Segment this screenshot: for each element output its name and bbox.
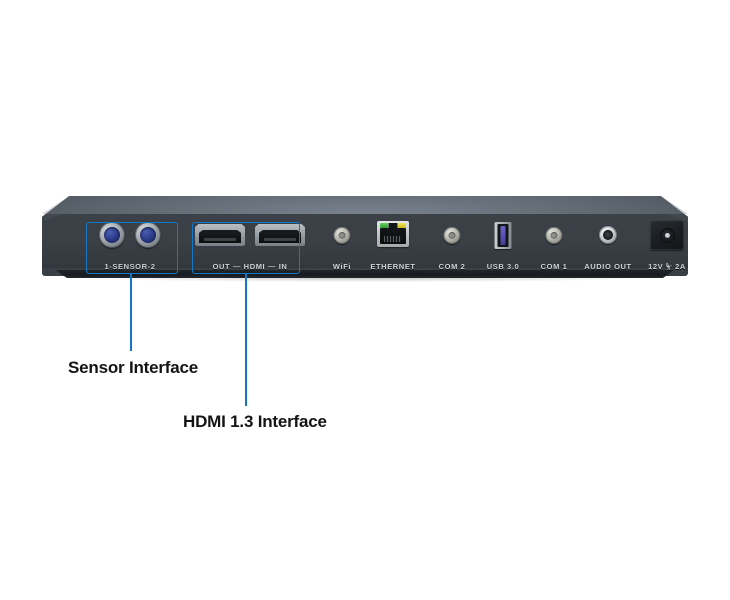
rj45-contacts: [380, 228, 406, 244]
port-label-sensor: 1-SENSOR-2: [104, 262, 156, 271]
port-group-sensor: 1-SENSOR-2: [86, 220, 174, 272]
port-label-audio-out: AUDIO OUT: [584, 262, 632, 271]
port-label-hdmi: OUT — HDMI — IN: [212, 262, 288, 271]
audio-jack-icon[interactable]: [599, 226, 617, 244]
annotation-box-sensor: [86, 222, 178, 274]
power-jack-icon[interactable]: [650, 220, 684, 250]
port-group-audio-out: AUDIO OUT: [578, 220, 638, 272]
sensor-jack-icon[interactable]: [99, 222, 125, 248]
port-label-ethernet: ETHERNET: [370, 262, 416, 271]
port-group-wifi: WiFi: [320, 220, 364, 272]
hdmi-port-icon[interactable]: [255, 224, 305, 246]
port-group-usb30: USB 3.0: [476, 220, 530, 272]
antenna-connector-icon[interactable]: [333, 227, 351, 244]
port-group-power: 12V ⏧ 2A: [638, 220, 696, 272]
rj45-notch: [388, 223, 398, 229]
sensor-jack-icon[interactable]: [135, 222, 161, 248]
port-group-com1: COM 1: [530, 220, 578, 272]
annotation-box-hdmi: [192, 222, 300, 274]
antenna-connector-icon[interactable]: [545, 227, 563, 244]
port-label-usb30: USB 3.0: [486, 262, 520, 271]
port-label-wifi: WiFi: [332, 262, 352, 271]
ethernet-led-green-icon: [380, 223, 388, 228]
port-group-com2: COM 2: [428, 220, 476, 272]
annotation-leader-hdmi: [245, 273, 247, 406]
ethernet-port-icon[interactable]: [377, 221, 409, 247]
port-label-power: 12V ⏧ 2A: [648, 262, 686, 271]
port-group-hdmi: OUT — HDMI — IN: [188, 220, 312, 272]
annotation-label-hdmi: HDMI 1.3 Interface: [183, 412, 327, 431]
annotation-label-sensor: Sensor Interface: [68, 358, 199, 377]
port-label-com1: COM 1: [540, 262, 568, 271]
port-group-ethernet: ETHERNET: [360, 220, 426, 272]
annotation-leader-sensor: [130, 273, 132, 351]
hdmi-port-icon[interactable]: [195, 224, 245, 246]
usb-port-icon[interactable]: [494, 222, 512, 249]
port-label-com2: COM 2: [438, 262, 466, 271]
chassis-drop-shadow: [60, 278, 670, 283]
ethernet-led-yellow-icon: [398, 223, 406, 228]
chassis-bottom-lip: [55, 270, 675, 278]
antenna-connector-icon[interactable]: [443, 227, 461, 244]
port-row: 1-SENSOR-2 OUT — HDMI — IN WiFi: [42, 214, 688, 276]
